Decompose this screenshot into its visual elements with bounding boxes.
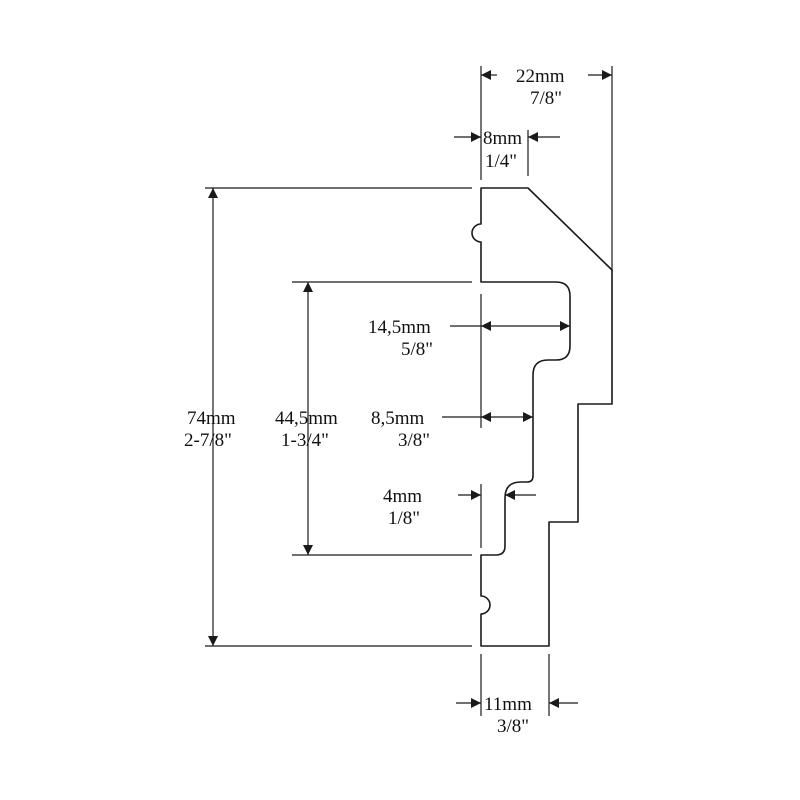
top-width-in-label: 7/8" <box>530 88 562 109</box>
panel-height-in-label: 1-3/4" <box>281 430 329 451</box>
height-mm-label: 74mm <box>187 408 236 429</box>
groove-in-label: 1/8" <box>388 508 420 529</box>
base-width-mm-label: 11mm <box>484 694 532 715</box>
top-width-mm-label: 22mm <box>516 66 565 87</box>
top-step-mm-label: 8mm <box>483 128 522 149</box>
extension-lines <box>205 66 613 716</box>
panel-height-mm-label: 44,5mm <box>275 408 338 429</box>
height-in-label: 2-7/8" <box>184 430 232 451</box>
molding-profile-outline <box>471 187 613 647</box>
mid-depth-mm-label: 8,5mm <box>371 408 425 429</box>
mid-depth-in-label: 3/8" <box>398 430 430 451</box>
lip-depth-in-label: 5/8" <box>401 339 433 360</box>
lip-depth-mm-label: 14,5mm <box>368 317 431 338</box>
groove-mm-label: 4mm <box>383 486 422 507</box>
top-step-in-label: 1/4" <box>485 151 517 172</box>
dimension-lines <box>208 70 612 708</box>
base-width-in-label: 3/8" <box>497 716 529 737</box>
